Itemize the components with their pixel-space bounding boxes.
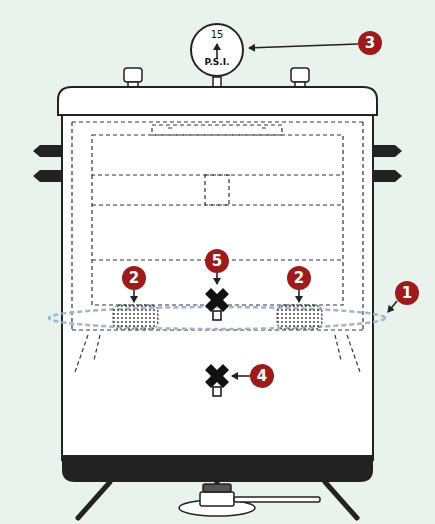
pressure-gauge: 15P.S.I.	[190, 23, 244, 77]
callout-number: 2	[122, 266, 146, 290]
callout-number: 4	[250, 364, 274, 388]
callout-number: 3	[358, 31, 382, 55]
callout-number: 2	[287, 266, 311, 290]
callout-number: 1	[395, 281, 419, 305]
gauge-scale-number: 15	[211, 30, 224, 40]
gauge-unit: P.S.I.	[204, 58, 229, 67]
callout-number: 5	[205, 249, 229, 273]
